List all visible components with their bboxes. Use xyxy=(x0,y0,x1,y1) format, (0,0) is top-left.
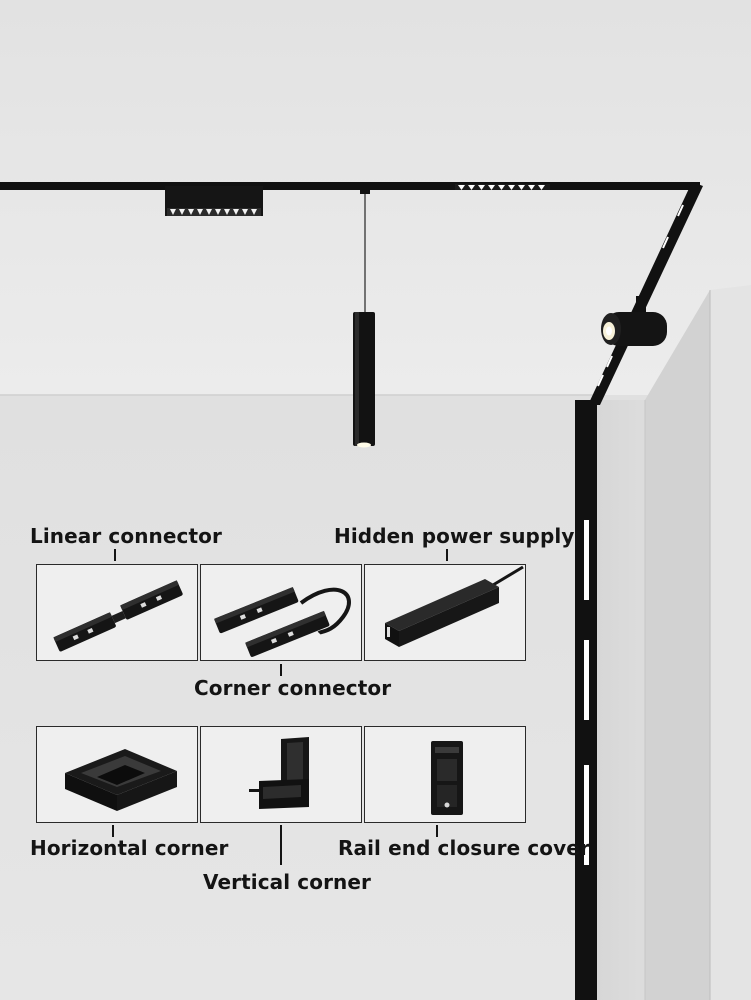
rail-end-closure-cover-icon xyxy=(431,741,463,815)
label-horizontal-corner: Horizontal corner xyxy=(30,836,229,860)
label-tick-hidden-power-supply xyxy=(446,549,448,561)
vertical-corner-icon xyxy=(249,737,309,809)
label-tick-vertical-corner xyxy=(280,825,282,865)
linear-connector-icon xyxy=(53,580,183,652)
corner-connector-box xyxy=(200,564,362,661)
vertical-corner-box xyxy=(200,726,362,823)
label-hidden-power-supply: Hidden power supply xyxy=(334,524,575,548)
label-tick-rail-end-closure-cover xyxy=(436,825,438,837)
label-tick-corner-connector xyxy=(280,664,282,676)
linear-grille-light-icon xyxy=(455,184,550,190)
label-tick-horizontal-corner xyxy=(112,825,114,837)
linear-connector-box xyxy=(36,564,198,661)
spotlight-icon xyxy=(601,296,667,346)
grille-light-box-icon xyxy=(165,186,263,216)
label-vertical-corner: Vertical corner xyxy=(203,870,372,894)
magnetic-track-rail-icon xyxy=(0,182,703,1000)
label-tick-linear-connector xyxy=(114,549,116,561)
corner-connector-icon xyxy=(214,587,351,657)
hidden-power-supply-icon xyxy=(385,565,524,647)
label-corner-connector: Corner connector xyxy=(194,676,392,700)
pendant-light-icon xyxy=(353,188,375,448)
hidden-power-supply-box xyxy=(364,564,526,661)
rail-end-closure-cover-box xyxy=(364,726,526,823)
horizontal-corner-icon xyxy=(65,749,177,811)
label-rail-end-closure-cover: Rail end closure cover xyxy=(338,836,590,860)
horizontal-corner-box xyxy=(36,726,198,823)
label-linear-connector: Linear connector xyxy=(30,524,222,548)
